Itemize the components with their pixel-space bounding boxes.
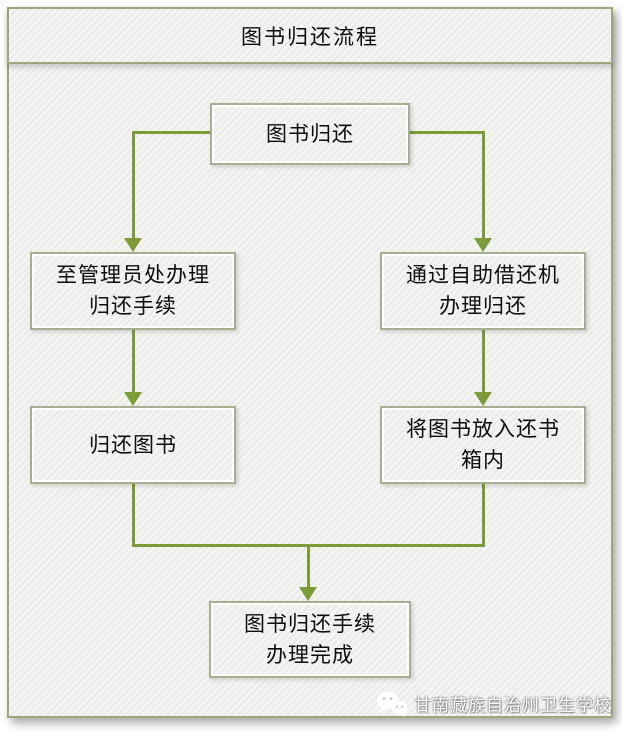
connector-right-machine-down xyxy=(482,330,485,392)
node-start: 图书归还 xyxy=(210,103,410,165)
node-right-dropbox: 将图书放入还书 箱内 xyxy=(380,406,586,484)
title-bar: 图书归还流程 xyxy=(7,7,613,64)
wechat-icon xyxy=(376,691,408,717)
node-right-machine-label: 通过自助借还机 xyxy=(406,264,560,287)
arrowhead-to-left-counter xyxy=(124,238,142,252)
node-left-counter-label: 至管理员处办理 xyxy=(56,264,210,287)
connector-start-to-right xyxy=(410,131,485,134)
arrowhead-to-right-dropbox xyxy=(474,392,492,406)
node-left-return: 归还图书 xyxy=(30,406,236,484)
connector-left-drop xyxy=(132,131,135,238)
node-end-label: 图书归还手续 xyxy=(244,612,376,636)
node-right-dropbox-label: 将图书放入还书 xyxy=(406,418,560,441)
node-right-machine: 通过自助借还机 办理归还 xyxy=(380,252,586,330)
node-left-return-label: 归还图书 xyxy=(89,433,177,457)
watermark-text: 甘南藏族自治州卫生学校 xyxy=(414,695,612,715)
arrowhead-to-end xyxy=(299,587,317,601)
node-left-counter: 至管理员处办理 归还手续 xyxy=(30,252,236,330)
arrowhead-to-right-machine xyxy=(474,238,492,252)
arrowhead-to-left-return xyxy=(124,392,142,406)
node-end: 图书归还手续 办理完成 xyxy=(209,601,411,678)
page-title: 图书归还流程 xyxy=(241,25,379,49)
connector-left-return-down xyxy=(132,484,135,547)
connector-right-drop xyxy=(482,131,485,238)
connector-center-down xyxy=(307,544,310,587)
watermark: 甘南藏族自治州卫生学校 xyxy=(376,688,612,718)
node-start-label: 图书归还 xyxy=(266,122,354,146)
connector-start-to-left xyxy=(132,131,212,134)
connector-left-counter-down xyxy=(132,330,135,392)
connector-right-dropbox-down xyxy=(482,484,485,547)
